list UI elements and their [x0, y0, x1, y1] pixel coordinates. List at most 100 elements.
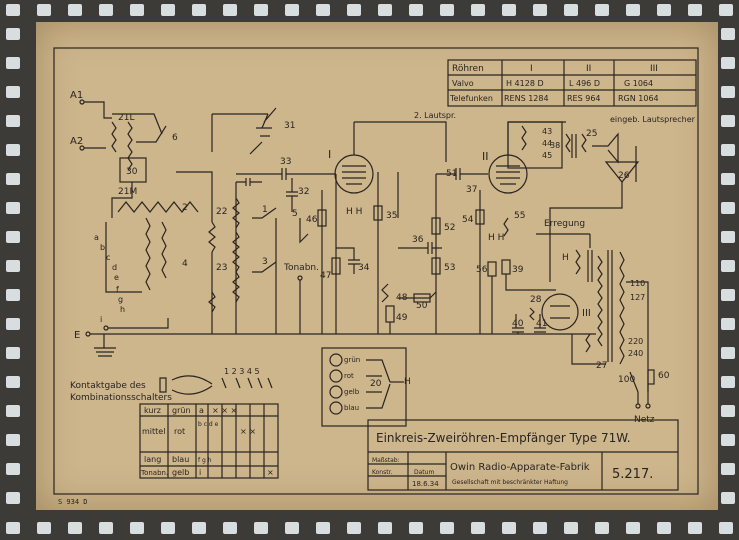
contact-row1-col: rot: [174, 427, 185, 436]
label-56: 56: [476, 265, 488, 275]
perforation-hole: [564, 4, 578, 16]
label-53: 53: [444, 263, 455, 273]
company-name: Owin Radio-Apparate-Fabrik: [450, 462, 590, 473]
contact-row3-marks: ×: [267, 468, 274, 477]
perforation-hole: [68, 4, 82, 16]
perforation-hole: [285, 522, 299, 534]
perforation-hole: [626, 4, 640, 16]
perforation-hole: [721, 202, 735, 214]
perforation-hole: [6, 376, 20, 388]
perforation-hole: [409, 522, 423, 534]
switch-letter-i: i: [100, 315, 102, 324]
label-h-rect: H: [562, 253, 569, 263]
perforation-hole: [721, 115, 735, 127]
perforation-hole: [254, 522, 268, 534]
terminal-e: E: [74, 330, 80, 341]
label-46: 46: [306, 215, 318, 225]
switch-letter-b: b: [100, 243, 105, 252]
perforation-hole: [6, 4, 20, 16]
contact-legend: Kontaktgabe des Kombinationsschalters 1 …: [70, 367, 279, 479]
perforation-hole: [6, 347, 20, 359]
valve-row1-t2: RES 964: [567, 94, 601, 103]
perforation-hole: [378, 522, 392, 534]
title-block: Einkreis-Zweiröhren-Empfänger Type 71W. …: [367, 419, 679, 491]
valve-row0-t1: H 4128 D: [506, 79, 544, 88]
perforation-hole: [6, 463, 20, 475]
label-6: 6: [172, 133, 178, 143]
label-5: 5: [292, 209, 298, 219]
perforation-hole: [223, 522, 237, 534]
valve-table: Röhren I II III Valvo H 4128 D L 496 D G…: [447, 59, 697, 107]
perforation-hole: [657, 4, 671, 16]
perforation-hole: [99, 522, 113, 534]
perforation-hole: [6, 260, 20, 272]
label-eingeb: eingeb. Lautsprecher: [610, 115, 696, 124]
perforation-hole: [192, 4, 206, 16]
label-40: 40: [512, 319, 524, 329]
label-47: 47: [320, 271, 331, 281]
perforation-hole: [223, 4, 237, 16]
perforation-hole: [409, 4, 423, 16]
label-tube-1: I: [328, 148, 331, 161]
contact-row3-pos: i: [199, 468, 201, 477]
perforation-hole: [6, 202, 20, 214]
valve-header-1: I: [530, 64, 533, 74]
valve-row1-t1: RENS 1284: [504, 94, 549, 103]
perforation-hole: [6, 231, 20, 243]
perforation-hole: [347, 4, 361, 16]
label-22: 22: [216, 207, 227, 217]
pilot-lamps: grün rot gelb blau 20 H: [321, 347, 411, 427]
perforation-hole: [6, 405, 20, 417]
perforation-hole: [502, 522, 516, 534]
tube-1: [334, 154, 374, 194]
perforation-hole: [285, 4, 299, 16]
perforation-hole: [68, 522, 82, 534]
perforation-hole: [37, 4, 51, 16]
label-h-tube2: H H: [488, 233, 504, 243]
label-27: 27: [596, 361, 607, 371]
speaker-icon: [604, 161, 640, 183]
label-52: 52: [444, 223, 455, 233]
switch-letter-e: e: [114, 273, 119, 282]
perforation-hole: [316, 4, 330, 16]
perforation-hole: [533, 4, 547, 16]
lamp-label-rot: rot: [344, 372, 354, 380]
perforation-hole: [6, 144, 20, 156]
valve-row1-brand: Telefunken: [449, 94, 493, 103]
perforation-hole: [130, 4, 144, 16]
perforation-hole: [721, 405, 735, 417]
perforation-hole: [626, 522, 640, 534]
label-43: 43: [542, 127, 552, 136]
drawing-number: 5.217.: [612, 467, 653, 482]
valve-row0-t2: L 496 D: [569, 79, 600, 88]
perforation-hole: [721, 318, 735, 330]
contact-row0-marks: × × ×: [212, 406, 237, 415]
perforation-hole: [721, 434, 735, 446]
label-49: 49: [396, 313, 408, 323]
schematic-sheet: Röhren I II III Valvo H 4128 D L 496 D G…: [36, 22, 718, 510]
label-erregung: Erregung: [544, 219, 585, 229]
contact-row3-col: gelb: [172, 468, 189, 477]
valve-row1-t3: RGN 1064: [618, 94, 659, 103]
kontakt-line1: Kontaktgabe des: [70, 381, 146, 391]
label-36: 36: [412, 235, 424, 245]
lamp-label-gruen: grün: [344, 356, 360, 364]
perforation-hole: [130, 522, 144, 534]
label-33: 33: [280, 157, 291, 167]
tube-2-stage: 2. Lautspr. 51 37 52 53 II 54 55 H H 56 …: [414, 111, 566, 334]
contact-row3-len: Tonabn.: [140, 469, 168, 477]
contact-row2-col: blau: [172, 455, 189, 464]
contact-row0-col: grün: [172, 406, 191, 415]
switch-letter-h: h: [120, 305, 125, 314]
label-37: 37: [466, 185, 477, 195]
switch-letter-c: c: [106, 253, 110, 262]
label-44: 44: [542, 139, 552, 148]
label-v127: 127: [630, 293, 645, 302]
label-2: 2: [182, 203, 188, 213]
label-v110: 110: [630, 279, 645, 288]
perforation-hole: [533, 522, 547, 534]
perforation-hole: [440, 4, 454, 16]
label-31: 31: [284, 121, 295, 131]
label-1: 1: [262, 205, 268, 215]
perforation-hole: [99, 4, 113, 16]
